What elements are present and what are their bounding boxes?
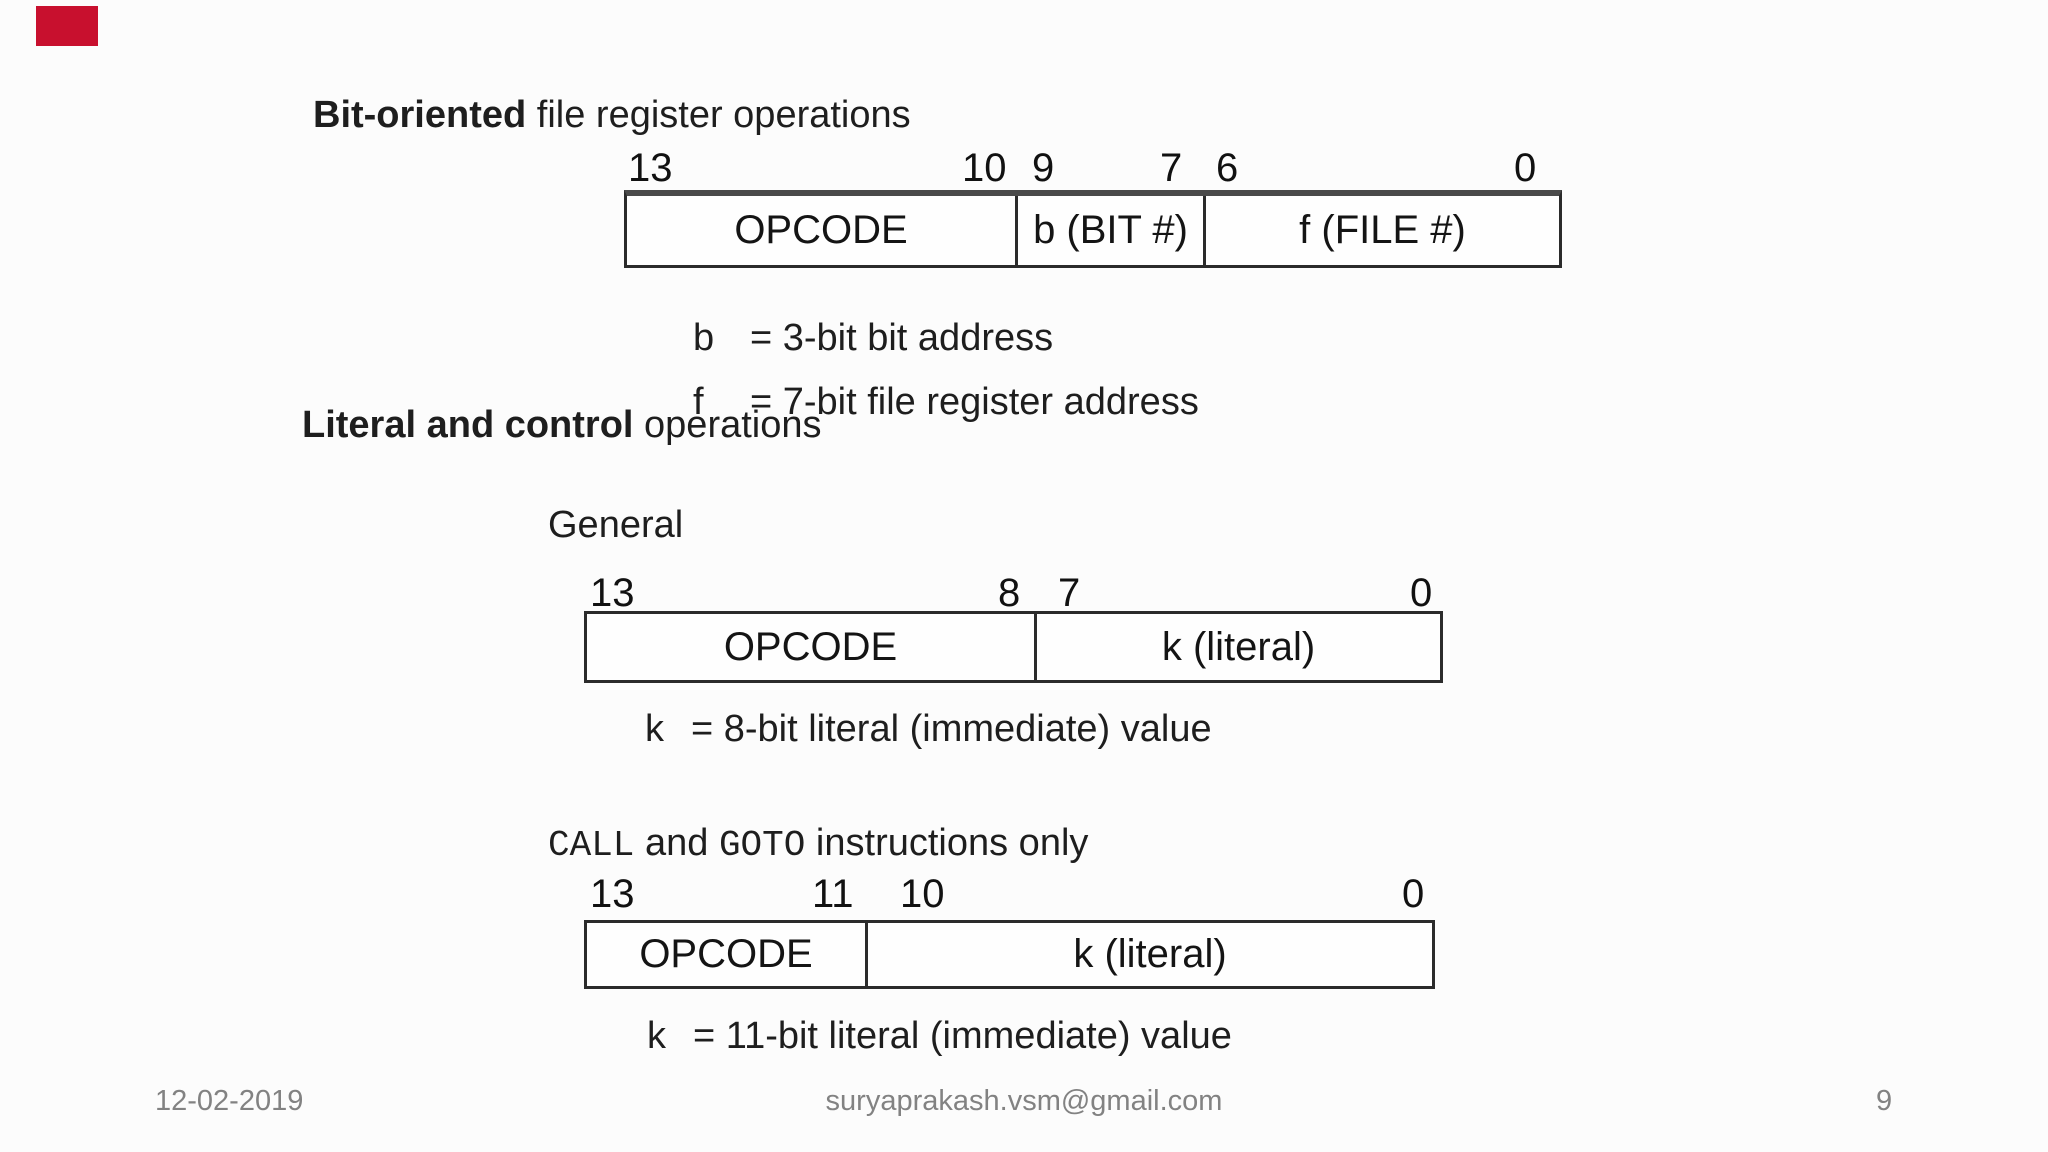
section-title-bit-oriented-rest: file register operations xyxy=(526,94,911,136)
red-corner-marker xyxy=(36,6,98,46)
field-k-literal: k (literal) xyxy=(1034,614,1440,680)
field-bit-number: b (BIT #) xyxy=(1015,196,1203,265)
definition-k11-text: = 11-bit literal (immediate) value xyxy=(693,1015,1232,1057)
field-opcode: OPCODE xyxy=(734,208,908,252)
field-k-literal: k (literal) xyxy=(865,923,1432,986)
bit-label: 0 xyxy=(1402,872,1425,916)
section-title-literal-control-rest: operations xyxy=(633,404,822,446)
call-goto-mid: and xyxy=(634,822,719,864)
footer-date: 12-02-2019 xyxy=(155,1085,304,1117)
definition-f-text: = 7-bit file register address xyxy=(750,381,1199,423)
bit-label: 0 xyxy=(1514,146,1537,190)
bit-label: 13 xyxy=(590,872,635,916)
section-title-literal-control-bold: Literal and control xyxy=(302,404,634,446)
footer-email: suryaprakash.vsm@gmail.com xyxy=(825,1085,1223,1117)
definition-k11-symbol: k xyxy=(647,1015,666,1057)
field-opcode: OPCODE xyxy=(639,932,813,976)
definition-b-text: = 3-bit bit address xyxy=(750,317,1054,359)
bit-label: 8 xyxy=(998,571,1021,615)
goto-keyword: GOTO xyxy=(718,825,806,866)
field-opcode: OPCODE xyxy=(723,624,898,669)
instruction-format-box-call-goto: OPCODE k (literal) xyxy=(584,920,1435,989)
bit-label: 10 xyxy=(962,146,1007,190)
definition-b-symbol: b xyxy=(693,317,715,359)
bit-label: 13 xyxy=(590,571,635,615)
definition-k11: k = 11-bit literal (immediate) value xyxy=(647,1013,1232,1059)
definitions-bit-oriented: b = 3-bit bit address f = 7-bit file regis… xyxy=(693,306,1199,434)
bit-label: 0 xyxy=(1410,571,1433,615)
instruction-format-box-general: OPCODE k (literal) xyxy=(584,611,1443,683)
field-file-number: f (FILE #) xyxy=(1203,196,1559,265)
bit-label: 7 xyxy=(1058,571,1081,615)
section-title-bit-oriented: Bit-oriented file register operations xyxy=(313,92,911,138)
section-title-literal-control: Literal and control operations xyxy=(302,402,822,448)
definition-f-symbol: f xyxy=(693,381,704,423)
definition-k8: k = 8-bit literal (immediate) value xyxy=(645,706,1212,752)
bit-label: 10 xyxy=(900,872,945,916)
call-keyword: CALL xyxy=(548,825,635,866)
instruction-format-box-bit-oriented: OPCODE b (BIT #) f (FILE #) xyxy=(624,190,1562,268)
bit-label: 11 xyxy=(812,872,854,916)
call-goto-label: CALL and GOTO instructions only xyxy=(548,820,1088,869)
definition-f: f = 7-bit file register address xyxy=(693,370,1199,434)
section-title-bit-oriented-bold: Bit-oriented xyxy=(313,94,527,136)
definition-b: b = 3-bit bit address xyxy=(693,306,1199,370)
definition-k8-symbol: k xyxy=(645,708,664,750)
bit-label: 6 xyxy=(1216,146,1239,190)
general-label: General xyxy=(548,504,684,546)
bit-label: 9 xyxy=(1032,146,1055,190)
bit-label: 7 xyxy=(1160,146,1183,190)
call-goto-rest: instructions only xyxy=(805,822,1089,864)
bit-label: 13 xyxy=(628,146,673,190)
definition-k8-text: = 8-bit literal (immediate) value xyxy=(691,708,1212,750)
footer-page-number: 9 xyxy=(1876,1085,1893,1117)
